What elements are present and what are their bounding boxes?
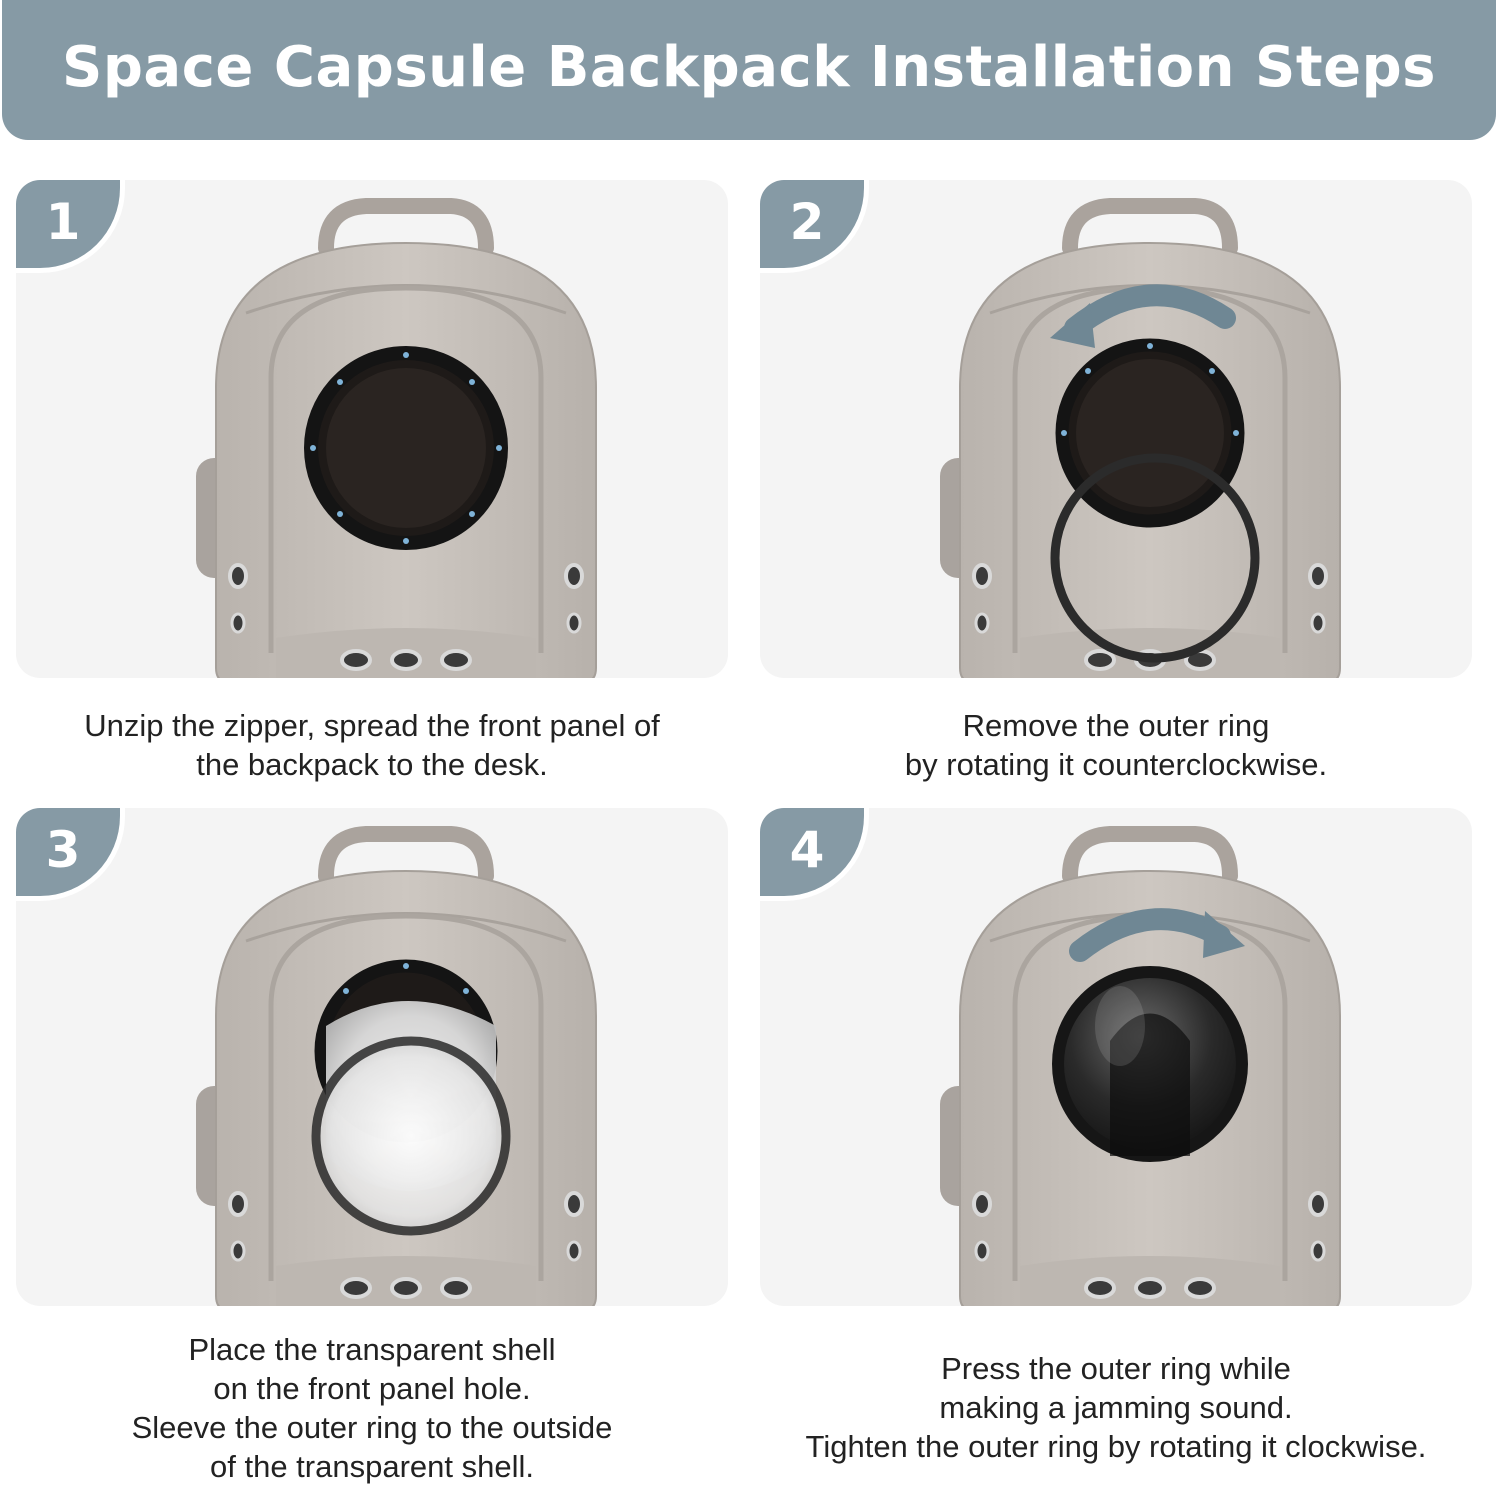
step-badge: 4 <box>760 808 864 896</box>
clockwise-arrow-icon <box>1069 908 1245 962</box>
step-badge: 1 <box>16 180 120 268</box>
caption-line: the backpack to the desk. <box>196 747 548 782</box>
step-2-panel: 2 <box>760 180 1472 678</box>
backpack-image <box>176 826 636 1306</box>
caption-line: of the transparent shell. <box>210 1449 534 1484</box>
step-badge: 3 <box>16 808 120 896</box>
backpack-image <box>920 198 1380 678</box>
step-badge: 2 <box>760 180 864 268</box>
step-number: 3 <box>45 821 81 879</box>
step-number: 2 <box>789 193 825 251</box>
caption-line: making a jamming sound. <box>939 1390 1293 1425</box>
caption-line: Tighten the outer ring by rotating it cl… <box>805 1429 1427 1464</box>
step-number: 4 <box>789 821 825 879</box>
counterclockwise-arrow-icon <box>1050 284 1236 348</box>
step-4-caption: Press the outer ring while making a jamm… <box>760 1349 1472 1466</box>
step-1-caption: Unzip the zipper, spread the front panel… <box>16 706 728 784</box>
caption-line: Sleeve the outer ring to the outside <box>131 1410 613 1445</box>
caption-line: by rotating it counterclockwise. <box>904 747 1328 782</box>
page-title: Space Capsule Backpack Installation Step… <box>61 34 1436 100</box>
caption-line: on the front panel hole. <box>213 1371 531 1406</box>
caption-line: Press the outer ring while <box>941 1351 1291 1386</box>
step-3-panel: 3 <box>16 808 728 1306</box>
step-number: 1 <box>45 193 81 251</box>
step-1-panel: 1 <box>16 180 728 678</box>
caption-line: Unzip the zipper, spread the front panel… <box>84 708 660 743</box>
step-2-caption: Remove the outer ring by rotating it cou… <box>760 706 1472 784</box>
backpack-image <box>176 198 636 678</box>
caption-line: Place the transparent shell <box>188 1332 556 1367</box>
backpack-image <box>920 826 1380 1306</box>
step-3-caption: Place the transparent shell on the front… <box>16 1330 728 1486</box>
header-banner: Space Capsule Backpack Installation Step… <box>2 0 1496 140</box>
caption-line: Remove the outer ring <box>962 708 1270 743</box>
step-4-panel: 4 <box>760 808 1472 1306</box>
